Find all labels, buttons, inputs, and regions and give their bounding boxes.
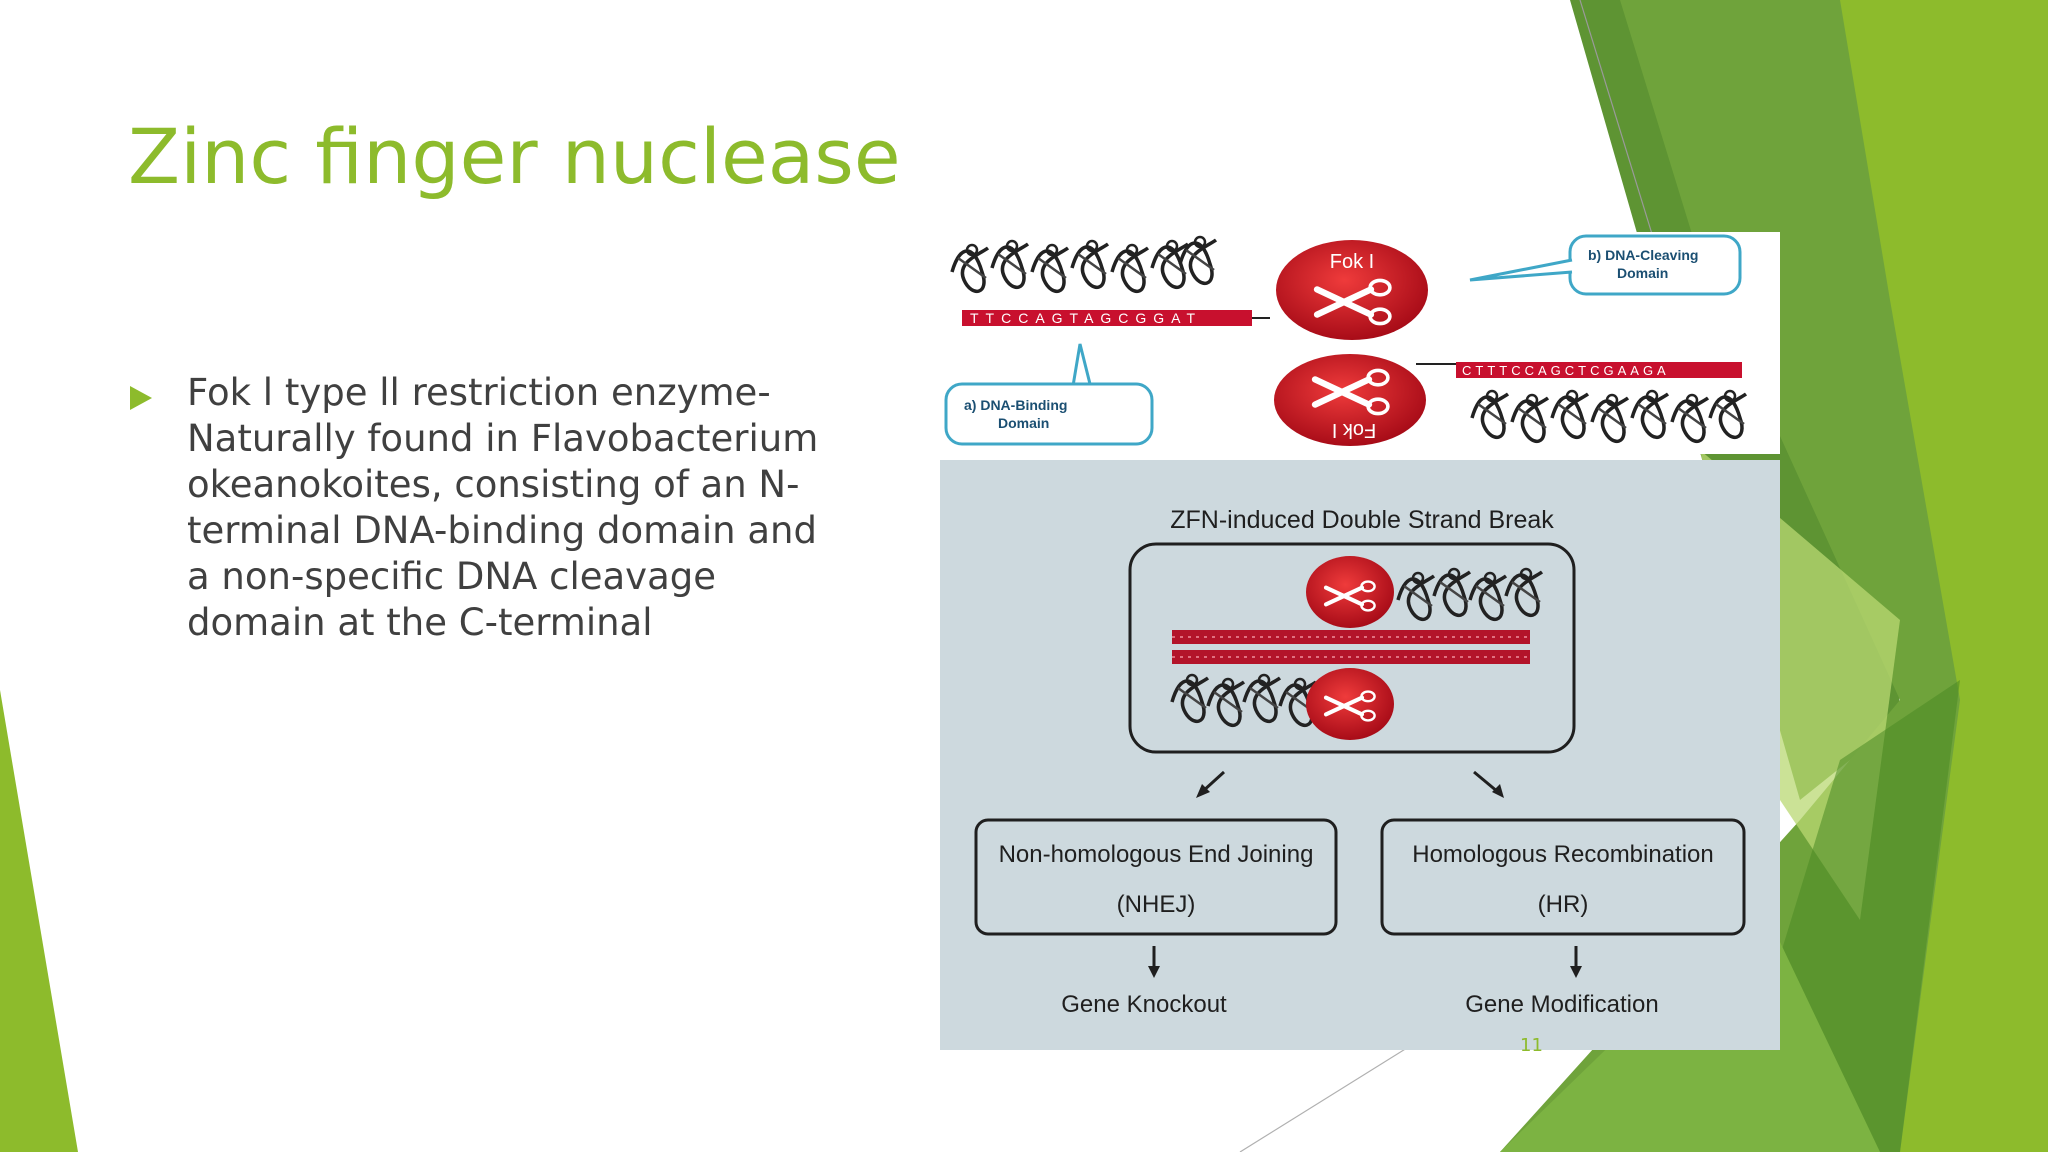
dsb-box	[1128, 542, 1576, 754]
arrow-to-nhej	[1196, 770, 1226, 798]
left-facet	[0, 690, 78, 1152]
arrow-to-modification	[1570, 946, 1582, 978]
right-facet-light	[1840, 0, 2048, 1152]
slide-title: Zinc finger nuclease	[128, 112, 901, 201]
fok1-enzyme-bottom: Fok I	[1274, 354, 1426, 446]
dna-sequence-bottom: CTTTCCAGCTCGAAGA	[1462, 363, 1670, 378]
callout-dna-binding: a) DNA-Binding Domain	[944, 343, 1154, 446]
outcome-gene-modification: Gene Modification	[1465, 991, 1658, 1018]
bullet-arrow-icon	[130, 386, 152, 410]
dna-strand-top	[962, 310, 1252, 326]
hr-box: Homologous Recombination (HR)	[1380, 818, 1746, 936]
dsb-heading: ZFN-induced Double Strand Break	[1170, 506, 1554, 534]
nhej-title: Non-homologous End Joining	[999, 841, 1314, 868]
dna-sequence-top: TTCCAGTAGCGGAT	[970, 310, 1202, 326]
bottom-panel-bg	[940, 460, 1780, 1050]
callout-binding-label-1: a) DNA-Binding	[964, 397, 1067, 413]
callout-cleaving-label-2: Domain	[1617, 265, 1668, 281]
zfn-diagram: TTCCAGTAGCGGAT Fok I b) DNA-Cleaving Dom…	[940, 232, 1780, 1050]
callout-cleaving-label-1: b) DNA-Cleaving	[1588, 247, 1698, 263]
bullet-text: Fok l type ll restriction enzyme- Natura…	[187, 371, 819, 644]
fok1-label-top: Fok I	[1330, 251, 1374, 273]
arrow-to-hr	[1473, 770, 1504, 798]
hr-title: Homologous Recombination	[1412, 841, 1714, 868]
page-number: 11	[1520, 1035, 1543, 1056]
hr-abbr: (HR)	[1538, 891, 1589, 918]
arrow-to-knockout	[1148, 946, 1160, 978]
bullet-item: Fok l type ll restriction enzyme- Natura…	[130, 370, 820, 646]
dna-strand-bottom	[1456, 362, 1742, 378]
fok1-enzyme-top: Fok I	[1276, 240, 1428, 340]
fok1-label-bottom: Fok I	[1332, 419, 1376, 441]
nhej-box: Non-homologous End Joining (NHEJ)	[974, 818, 1338, 936]
callout-binding-label-2: Domain	[998, 415, 1049, 431]
outcome-gene-knockout: Gene Knockout	[1061, 991, 1227, 1018]
callout-dna-cleaving: b) DNA-Cleaving Domain	[1469, 234, 1742, 296]
right-thin-line	[1579, 0, 1661, 261]
nhej-abbr: (NHEJ)	[1117, 891, 1196, 918]
